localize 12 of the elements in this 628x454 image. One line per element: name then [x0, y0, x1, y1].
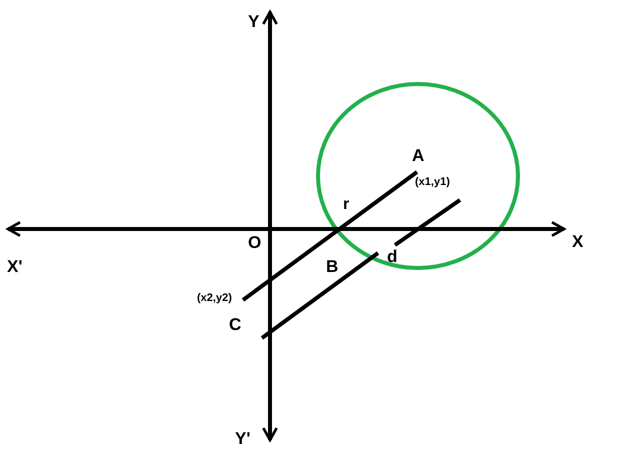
- axis-label: X': [7, 258, 22, 275]
- coordinate-label: (x2,y2): [197, 293, 232, 304]
- axis-label: X: [572, 233, 584, 250]
- point-label: d: [387, 248, 398, 265]
- point-label: C: [229, 316, 242, 333]
- origin-label: O: [248, 234, 262, 251]
- point-label: B: [326, 258, 338, 275]
- point-label: A: [412, 147, 424, 164]
- axis-label: Y': [235, 430, 250, 447]
- coordinate-label: (x1,y1): [415, 177, 450, 188]
- point-label: r: [343, 197, 350, 213]
- axis-label: Y: [248, 13, 260, 30]
